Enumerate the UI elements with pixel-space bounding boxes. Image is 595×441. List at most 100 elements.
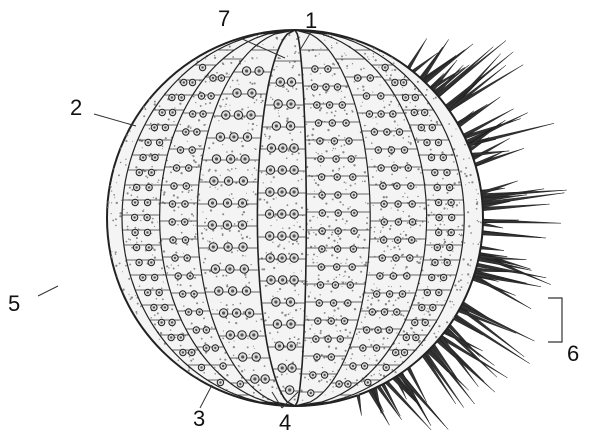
granule-dot: [365, 202, 366, 203]
granule-dot: [365, 313, 366, 314]
granule-dot: [349, 332, 351, 334]
granule-dot: [306, 123, 307, 124]
granule-dot: [305, 340, 307, 342]
granule-dot: [219, 358, 221, 360]
granule-dot: [214, 367, 215, 368]
tubercle-center: [189, 275, 191, 277]
tubercle-center: [153, 306, 155, 308]
granule-dot: [196, 302, 198, 304]
granule-dot: [470, 232, 472, 234]
granule-dot: [216, 276, 218, 278]
granule-dot: [273, 176, 275, 178]
tubercle-center: [336, 248, 338, 250]
granule-dot: [294, 290, 296, 292]
granule-dot: [154, 257, 156, 259]
tubercle-center: [186, 257, 188, 259]
granule-dot: [333, 376, 334, 377]
granule-dot: [340, 330, 342, 332]
granule-dot: [321, 379, 323, 381]
granule-dot: [308, 379, 309, 380]
granule-dot: [286, 204, 288, 206]
granule-dot: [188, 192, 190, 194]
granule-dot: [112, 219, 114, 221]
tubercle-center: [219, 381, 221, 383]
granule-dot: [390, 101, 392, 103]
tubercle-center: [380, 167, 382, 169]
granule-dot: [457, 173, 459, 175]
granule-dot: [192, 155, 193, 156]
granule-dot: [264, 312, 266, 314]
spine: [419, 44, 473, 88]
tubercle-center: [382, 185, 384, 187]
granule-dot: [261, 172, 263, 174]
granule-dot: [353, 164, 355, 166]
granule-dot: [363, 68, 365, 70]
granule-dot: [465, 167, 467, 169]
granule-dot: [260, 389, 262, 391]
granule-dot: [371, 142, 373, 144]
tubercle-center: [212, 77, 214, 79]
granule-dot: [288, 253, 290, 255]
granule-dot: [299, 373, 300, 374]
granule-dot: [194, 161, 196, 163]
tubercle-center: [269, 256, 272, 259]
granule-dot: [203, 262, 205, 264]
tubercle-center: [171, 111, 173, 113]
granule-dot: [310, 74, 311, 75]
granule-dot: [434, 200, 435, 201]
spine: [476, 231, 546, 238]
granule-dot: [121, 200, 122, 201]
granule-dot: [142, 210, 144, 212]
granule-dot: [307, 135, 309, 137]
tubercle-center: [321, 194, 323, 196]
granule-dot: [391, 286, 392, 287]
granule-dot: [438, 331, 439, 332]
tubercle-center: [158, 141, 160, 143]
granule-dot: [304, 377, 306, 379]
granule-dot: [286, 314, 287, 315]
granule-dot: [256, 321, 257, 322]
granule-dot: [296, 159, 297, 160]
granule-dot: [376, 170, 377, 171]
tubercle-center: [214, 347, 216, 349]
granule-dot: [428, 221, 429, 222]
granule-dot: [453, 161, 455, 163]
granule-dot: [345, 350, 347, 352]
tubercle-center: [241, 245, 244, 248]
granule-dot: [420, 172, 422, 174]
granule-dot: [400, 314, 402, 316]
tubercle-center: [431, 276, 433, 278]
granule-dot: [342, 151, 344, 153]
tubercle-center: [180, 336, 182, 338]
granule-dot: [357, 88, 359, 90]
granule-dot: [154, 101, 156, 103]
granule-dot: [117, 275, 118, 276]
granule-dot: [331, 47, 333, 49]
granule-dot: [345, 223, 346, 224]
tubercle-center: [396, 185, 398, 187]
granule-dot: [355, 282, 357, 284]
granule-dot: [383, 250, 385, 252]
granule-dot: [469, 158, 470, 159]
tubercle-center: [365, 95, 367, 97]
granule-dot: [286, 88, 288, 90]
granule-dot: [231, 168, 233, 170]
granule-dot: [220, 184, 222, 186]
granule-dot: [476, 189, 477, 190]
granule-dot: [452, 301, 453, 302]
granule-dot: [307, 285, 308, 286]
granule-dot: [261, 145, 263, 147]
tubercle-center: [327, 68, 329, 70]
granule-dot: [266, 127, 268, 129]
granule-dot: [309, 328, 311, 330]
granule-dot: [397, 297, 399, 299]
granule-dot: [215, 169, 217, 171]
granule-dot: [282, 87, 283, 88]
granule-dot: [251, 219, 252, 220]
granule-dot: [129, 131, 130, 132]
granule-dot: [437, 275, 439, 277]
granule-dot: [385, 303, 387, 305]
granule-dot: [188, 218, 190, 220]
tubercle-center: [442, 276, 444, 278]
tubercle-center: [386, 131, 388, 133]
